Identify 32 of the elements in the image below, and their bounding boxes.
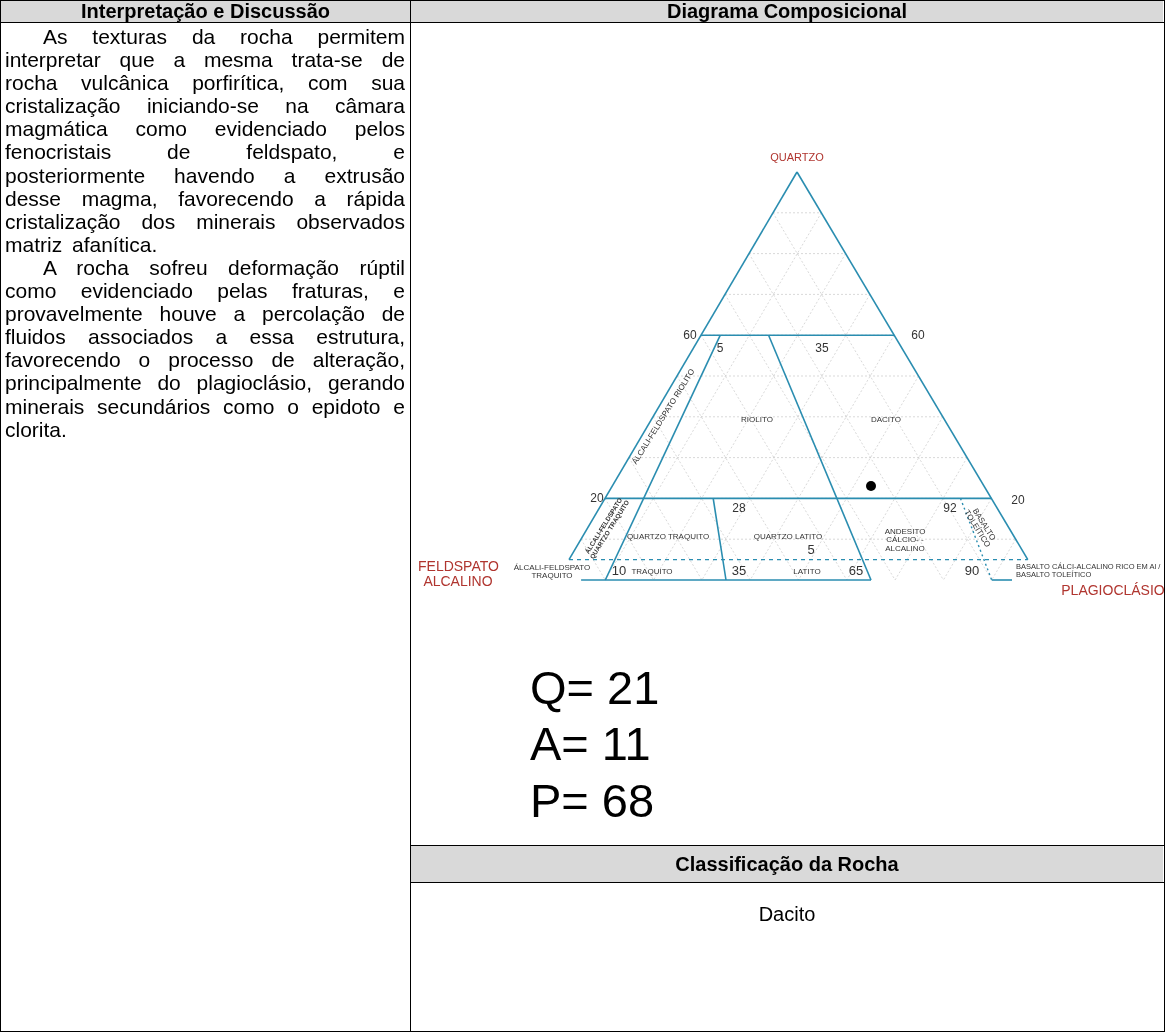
axis-label: PLAGIOCLÁSIO — [1061, 582, 1165, 598]
tick-label: 20 — [1011, 493, 1025, 507]
table-header: Diagrama Composicional — [411, 1, 1163, 22]
field-label: QUARTZO LATITO — [753, 532, 823, 542]
value-text: Q= 21 — [530, 660, 660, 716]
tick-label: 10 — [611, 564, 627, 578]
tick-label: 65 — [848, 564, 864, 578]
field-label: ÁLCALI-FELDSPATO TRAQUITO — [512, 563, 592, 581]
field-label: DACITO — [870, 415, 902, 425]
tick-label: 5 — [807, 543, 815, 557]
tick-label: 5 — [716, 341, 724, 355]
table-header: Interpretação e Discussão — [1, 1, 410, 22]
tick-label: 35 — [731, 564, 747, 578]
value-text: A= 11 — [530, 716, 651, 772]
paragraph: As texturas da rocha permitem interpretar que a mesma trata-se de rocha vulcânica porfirítica, com sua cristalização iniciando-se na câmara magmática como evidenciado pelos fenocristais de feldspato, e posteriormente havendo a extrusão desse magma, favorecendo a rápida cristalização dos minerais observados matriz afanítica. — [5, 25, 405, 256]
field-label: LATITO — [793, 567, 821, 577]
tick-label: 35 — [815, 341, 829, 355]
value-text: P= 68 — [530, 773, 655, 829]
tick-label: 60 — [911, 328, 925, 342]
tick-label: 28 — [732, 501, 746, 515]
table-header: Classificação da Rocha — [411, 846, 1163, 882]
paragraph: A rocha sofreu deformação rúptil como evidenciado pelas fraturas, e provavelmente houve a percolação de fluidos associados a essa estrutura, favorecendo o processo de alteração, principalmente do plagioclásio, gerando minerais secundários como o epidoto e clorita. — [5, 255, 405, 441]
field-label: RIOLITO — [741, 415, 773, 425]
tick-label: 92 — [943, 501, 957, 515]
axis-label: FELDSPATO ALCALINO — [418, 559, 498, 589]
field-label: TRAQUITO — [631, 567, 673, 577]
tick-label: 90 — [964, 564, 980, 578]
field-label: QUARTZO TRAQUITO — [626, 532, 710, 542]
axis-label: QUARTZO — [770, 152, 824, 164]
classification-text: Dacito — [758, 903, 816, 926]
tick-label: 60 — [683, 328, 697, 342]
field-label: ANDESITO CÁLCIO- -ALCALINO — [883, 528, 927, 554]
